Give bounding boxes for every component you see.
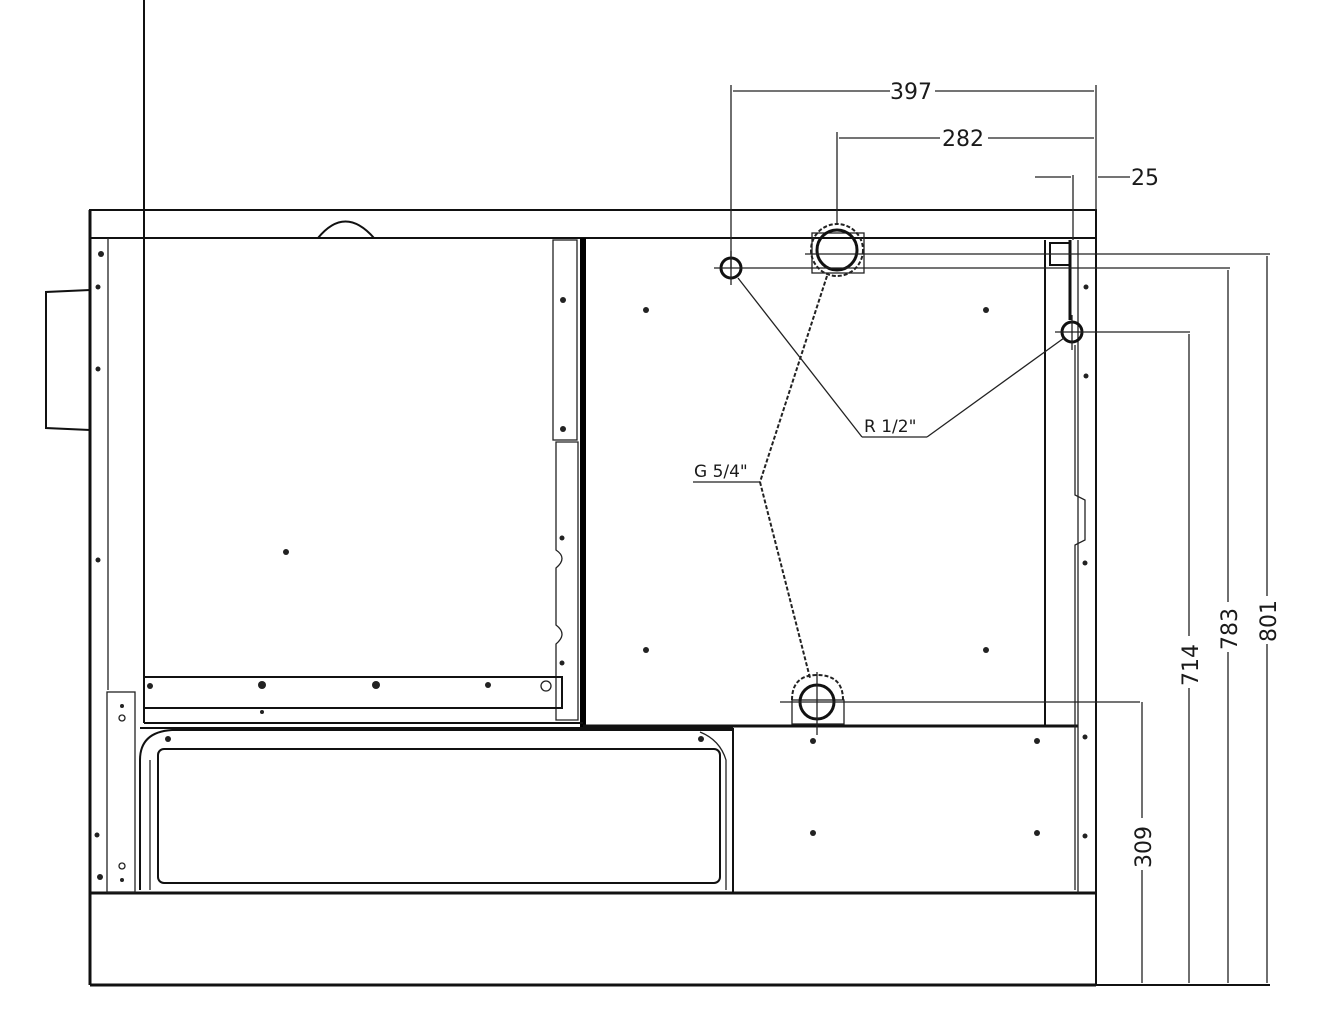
- dim-801-label: 801: [1257, 600, 1282, 642]
- lower-rail: [143, 0, 583, 724]
- dim-25-label: 25: [1131, 166, 1159, 191]
- leader-lines: [693, 275, 1065, 679]
- left-wall-rivets: [94, 251, 104, 880]
- dim-783-label: 783: [1218, 608, 1243, 650]
- dim-282-label: 282: [942, 127, 984, 152]
- fitting-g54-bottom: [780, 672, 1140, 735]
- right-compartment: [583, 240, 1089, 893]
- side-connector-box: [45, 289, 91, 431]
- bottom-tray: [139, 727, 734, 893]
- horizontal-dimension-lines: [730, 85, 1130, 268]
- callout-r12-label: R 1/2": [864, 417, 916, 437]
- left-bracket: [106, 691, 136, 893]
- fitting-g54-top: [805, 223, 870, 277]
- vertical-dimension-lines: [748, 253, 1270, 986]
- callout-g54-label: G 5/4": [694, 462, 748, 482]
- dim-714-label: 714: [1179, 644, 1204, 686]
- cabinet-outline: [88, 209, 1097, 987]
- fitting-r12-side: [1049, 240, 1090, 350]
- left-compartment: [283, 238, 586, 728]
- lower-right-box: [810, 738, 1040, 836]
- dim-309-label: 309: [1132, 826, 1157, 868]
- dim-397-label: 397: [890, 80, 932, 105]
